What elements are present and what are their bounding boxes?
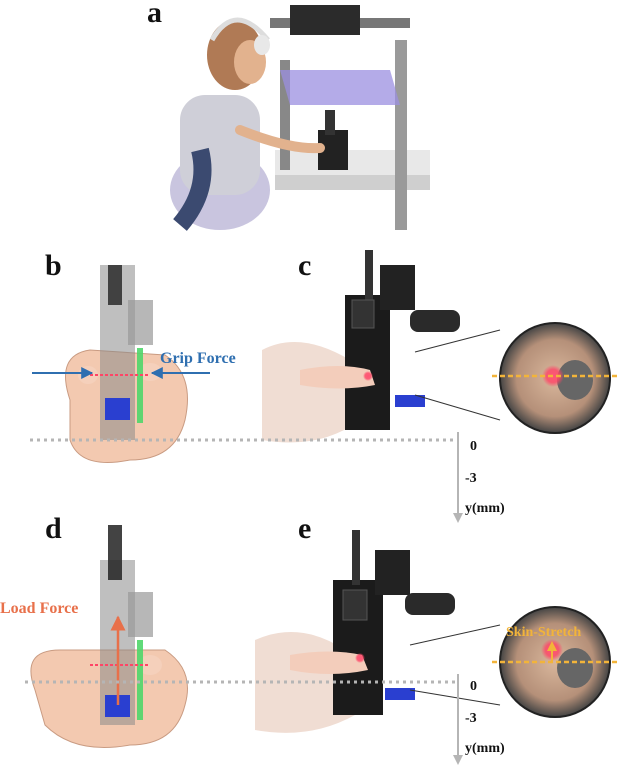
axis-top-unit: y(mm) [465,501,505,516]
panel-letter-c: c [298,249,311,282]
load-force-label: Load Force [0,600,78,617]
panel-d-illustration [30,525,188,748]
contact-dot-e [355,653,365,663]
grip-force-label: Grip Force [160,350,236,367]
panel-c-illustration [262,250,611,443]
panel-b-illustration [65,265,188,463]
panel-letter-b: b [45,249,62,282]
axis-top-minus3: -3 [465,471,477,486]
axis-bottom-unit: y(mm) [465,741,505,756]
contact-dot-c [363,371,373,381]
panel-letter-e: e [298,512,311,545]
skin-stretch-label: Skin-Stretch [506,625,581,640]
panel-letter-d: d [45,512,62,545]
axis-top-zero: 0 [470,439,477,454]
panel-letter-a: a [147,0,162,29]
panel-a-illustration [170,5,430,231]
axis-bottom-minus3: -3 [465,711,477,726]
axis-bottom-zero: 0 [470,679,477,694]
